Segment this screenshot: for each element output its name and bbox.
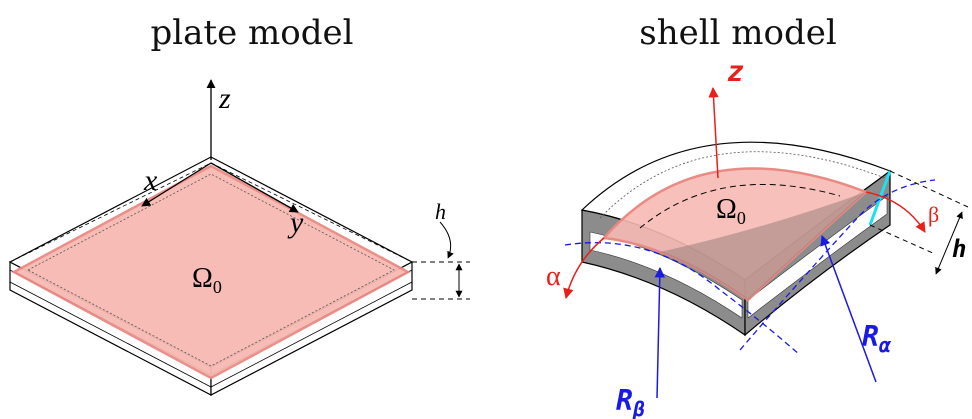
plate-y-label: y <box>287 206 304 239</box>
plate-x-axis <box>141 162 212 207</box>
plate-z-label: z <box>218 82 231 115</box>
plate-model: plate model z x y Ω0 <box>8 13 470 396</box>
plate-thickness-dimension <box>412 221 470 300</box>
plate-title: plate model <box>151 13 354 53</box>
shell-right-face-light <box>747 195 888 319</box>
shell-z-label: z <box>727 55 744 88</box>
shell-r-beta-label: Rβ <box>616 384 645 419</box>
shell-r-alpha-line <box>820 235 877 383</box>
shell-r-alpha-label: Rα <box>862 320 892 357</box>
shell-title: shell model <box>639 13 837 53</box>
plate-omega-label: Ω0 <box>192 263 222 297</box>
shell-alpha-label: α <box>546 261 561 292</box>
shell-thickness-label: h <box>952 235 966 263</box>
shell-r-beta-line <box>654 266 666 399</box>
shell-alpha-axis <box>563 237 605 300</box>
shell-beta-axis <box>865 191 926 233</box>
plate-thickness-label: h <box>435 199 446 224</box>
shell-alpha-curve <box>564 242 801 356</box>
shell-dotted-curve <box>599 151 886 219</box>
shell-thickness-dimension <box>869 170 969 275</box>
shell-beta-curve <box>739 179 936 351</box>
shell-left-face-light <box>589 231 743 319</box>
plate-x-label: x <box>143 164 158 197</box>
shell-dashed-curve <box>639 183 841 229</box>
shell-midsurface-shade <box>660 192 866 300</box>
shell-z-axis <box>708 86 719 179</box>
shell-cyan-edge <box>868 170 892 226</box>
plate-y-axis <box>210 162 299 213</box>
shell-beta-label: β <box>928 202 939 227</box>
shell-model: shell model z α β Ω0 <box>546 13 969 419</box>
shell-omega-label: Ω0 <box>716 194 746 228</box>
